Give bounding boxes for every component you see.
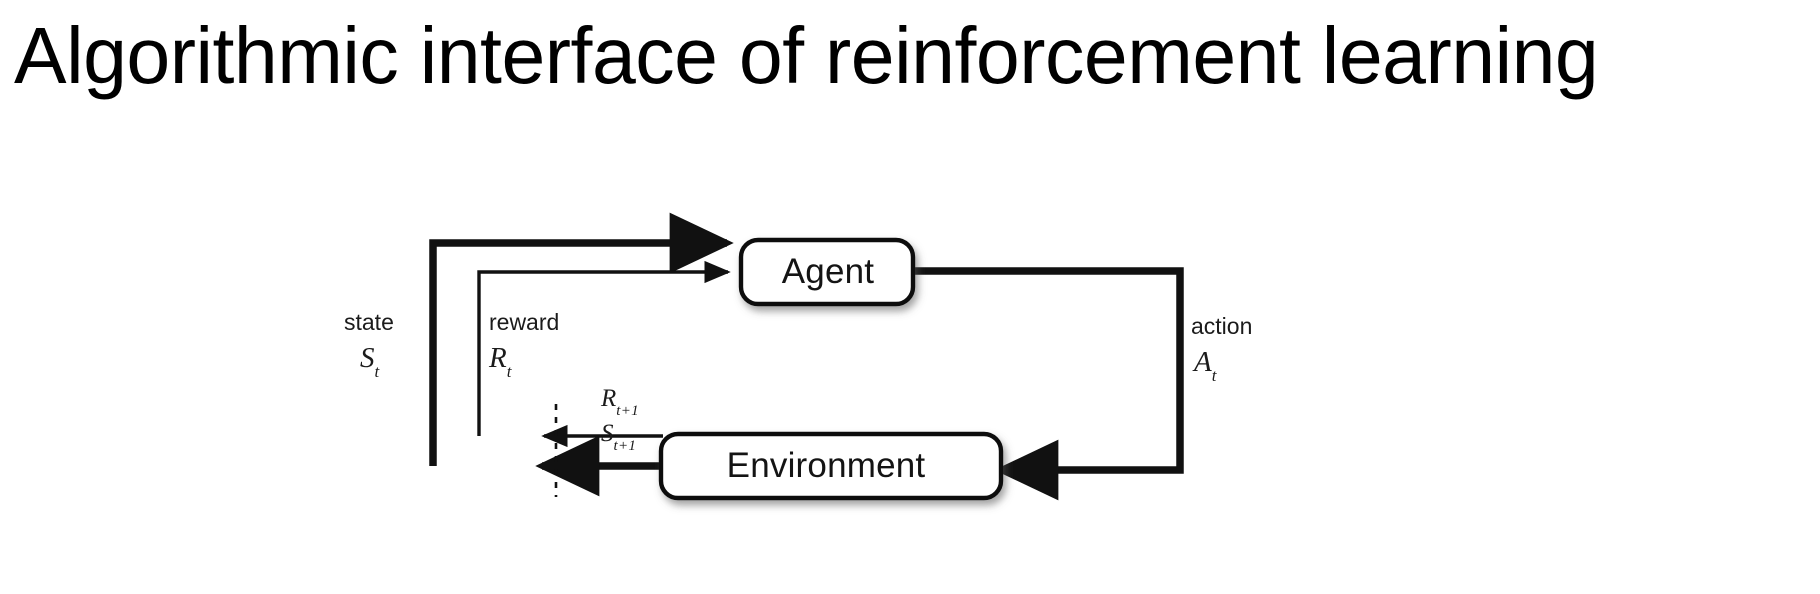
action-symbol-base: A bbox=[1194, 346, 1212, 378]
reward-next-symbol-label: Rt+1 bbox=[601, 385, 639, 419]
state-edge-label: state bbox=[344, 309, 394, 335]
edge-reward-to-agent bbox=[477, 260, 731, 436]
environment-node bbox=[658, 431, 1004, 501]
action-symbol-label: At bbox=[1194, 346, 1217, 385]
edge-action-to-environment bbox=[913, 267, 1184, 501]
agent-node-label: Agent bbox=[781, 252, 875, 291]
action-symbol-subscript: t bbox=[1211, 365, 1217, 385]
state-symbol-subscript: t bbox=[374, 361, 380, 381]
environment-node-label: Environment bbox=[726, 446, 926, 485]
reward-edge-label: reward bbox=[489, 309, 560, 335]
page-title: Algorithmic interface of reinforcement l… bbox=[14, 11, 1599, 100]
edge-state-to-agent bbox=[429, 212, 734, 466]
reward-symbol-subscript: t bbox=[506, 361, 512, 381]
state-next-symbol-label: St+1 bbox=[601, 420, 637, 454]
state-symbol-base: S bbox=[360, 342, 375, 374]
reward-next-symbol-base: R bbox=[601, 385, 617, 412]
action-edge-label: action bbox=[1191, 313, 1253, 339]
agent-node bbox=[738, 237, 916, 307]
state-symbol-label: St bbox=[360, 342, 380, 381]
reward-symbol-base: R bbox=[489, 342, 507, 374]
state-next-symbol-subscript: t+1 bbox=[613, 438, 637, 454]
reward-symbol-label: Rt bbox=[489, 342, 512, 381]
state-next-symbol-base: S bbox=[601, 420, 614, 447]
reward-next-symbol-subscript: t+1 bbox=[616, 403, 639, 419]
